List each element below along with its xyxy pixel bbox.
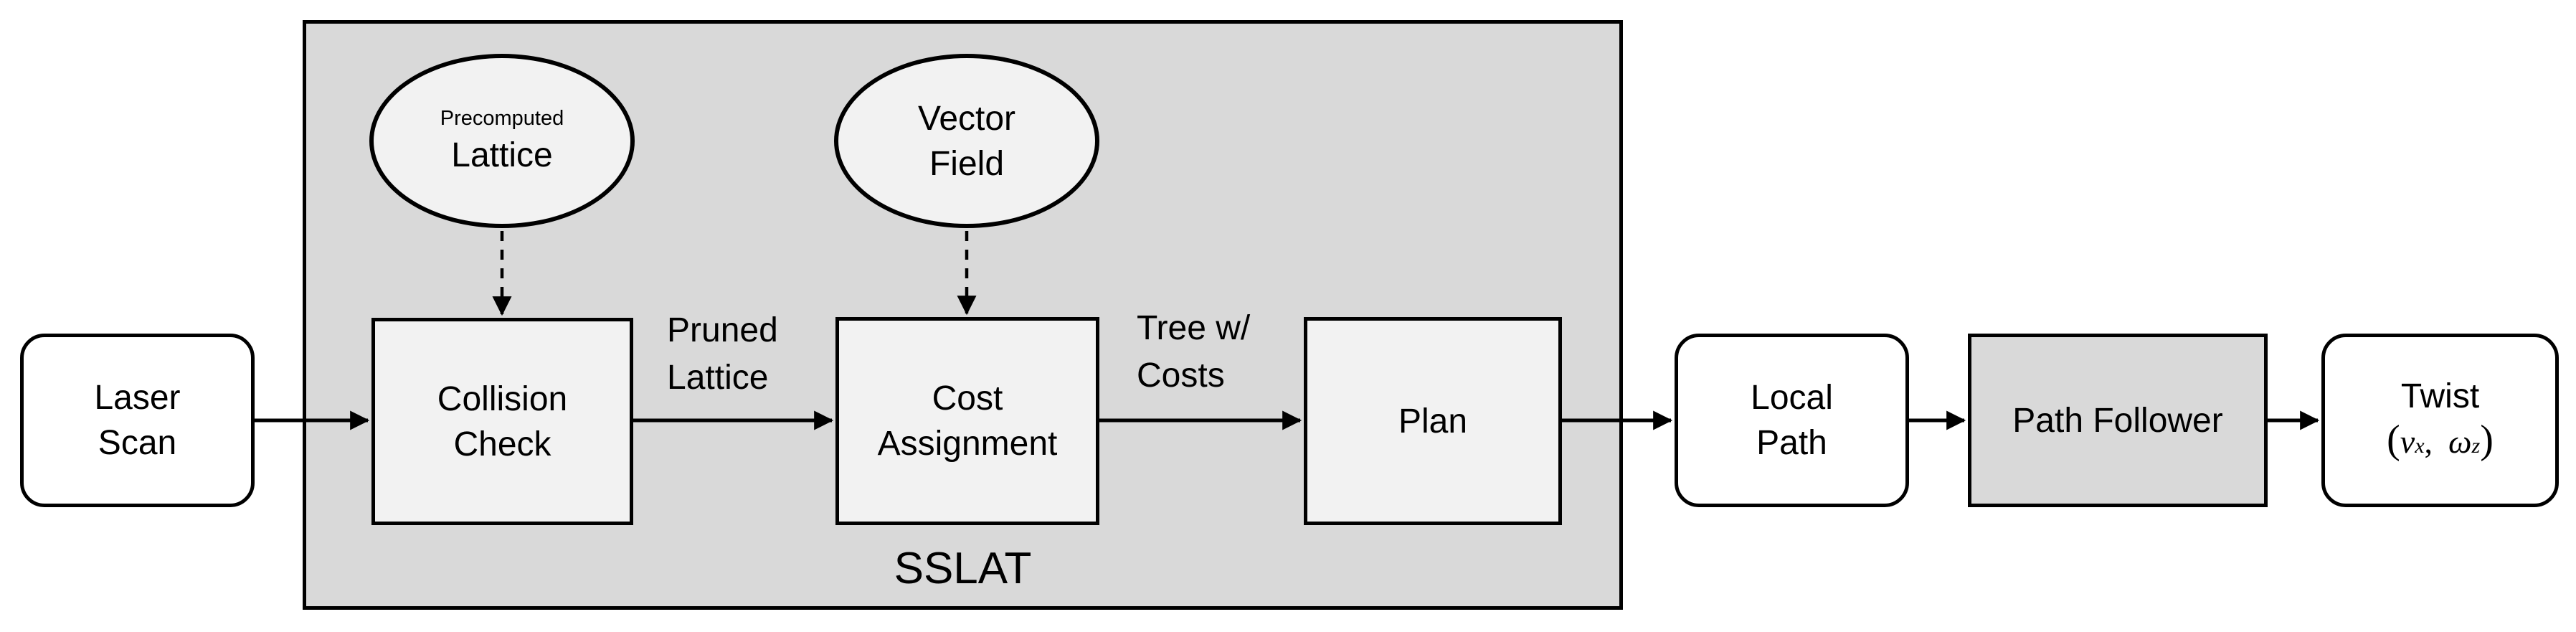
laser-scan-label-line2: Scan: [98, 424, 177, 462]
node-plan: Plan: [1304, 317, 1562, 525]
local-path-label-line1: Local: [1751, 379, 1833, 417]
pruned-lattice-line1: Pruned: [667, 311, 778, 349]
vector-field-label-line1: Vector: [917, 99, 1016, 138]
tree-with-costs-line1: Tree w/: [1137, 309, 1251, 347]
precomputed-lattice-label-line2: Lattice: [451, 136, 553, 174]
twist-math-open-paren: (: [2387, 418, 2400, 462]
twist-math-omega: ω: [2448, 423, 2472, 460]
node-laser-scan: Laser Scan: [20, 334, 255, 507]
twist-math-v-subscript: x: [2415, 434, 2425, 458]
node-precomputed-lattice: Precomputed Lattice: [369, 54, 635, 228]
node-vector-field: Vector Field: [834, 54, 1099, 228]
cost-assignment-label-line1: Cost: [932, 379, 1003, 418]
precomputed-lattice-label-line1: Precomputed: [440, 107, 564, 130]
twist-math-v: v: [2400, 423, 2415, 460]
twist-math-label: (vx, ωz): [2387, 419, 2494, 467]
node-collision-check: Collision Check: [371, 318, 633, 525]
pruned-lattice-line2: Lattice: [667, 359, 769, 397]
vector-field-label-line2: Field: [929, 144, 1005, 183]
edge-label-tree-with-costs: Tree w/ Costs: [1137, 305, 1250, 400]
edge-label-pruned-lattice: Pruned Lattice: [667, 307, 778, 402]
collision-check-label-line1: Collision: [437, 379, 568, 418]
twist-math-comma: ,: [2424, 423, 2433, 460]
sslat-caption: SSLAT: [894, 544, 1032, 593]
node-twist: Twist (vx, ωz): [2321, 334, 2559, 507]
node-path-follower: Path Follower: [1968, 334, 2268, 507]
laser-scan-label-line1: Laser: [94, 379, 181, 417]
tree-with-costs-line2: Costs: [1137, 357, 1225, 395]
twist-math-close-paren: ): [2480, 418, 2494, 462]
plan-label: Plan: [1398, 402, 1468, 440]
node-local-path: Local Path: [1675, 334, 1909, 507]
local-path-label-line2: Path: [1756, 424, 1827, 462]
cost-assignment-label-line2: Assignment: [877, 425, 1058, 463]
path-follower-label: Path Follower: [2012, 401, 2223, 440]
twist-label: Twist: [2400, 377, 2480, 415]
collision-check-label-line2: Check: [453, 425, 551, 463]
node-cost-assignment: Cost Assignment: [835, 317, 1099, 525]
twist-math-omega-subscript: z: [2471, 434, 2481, 458]
